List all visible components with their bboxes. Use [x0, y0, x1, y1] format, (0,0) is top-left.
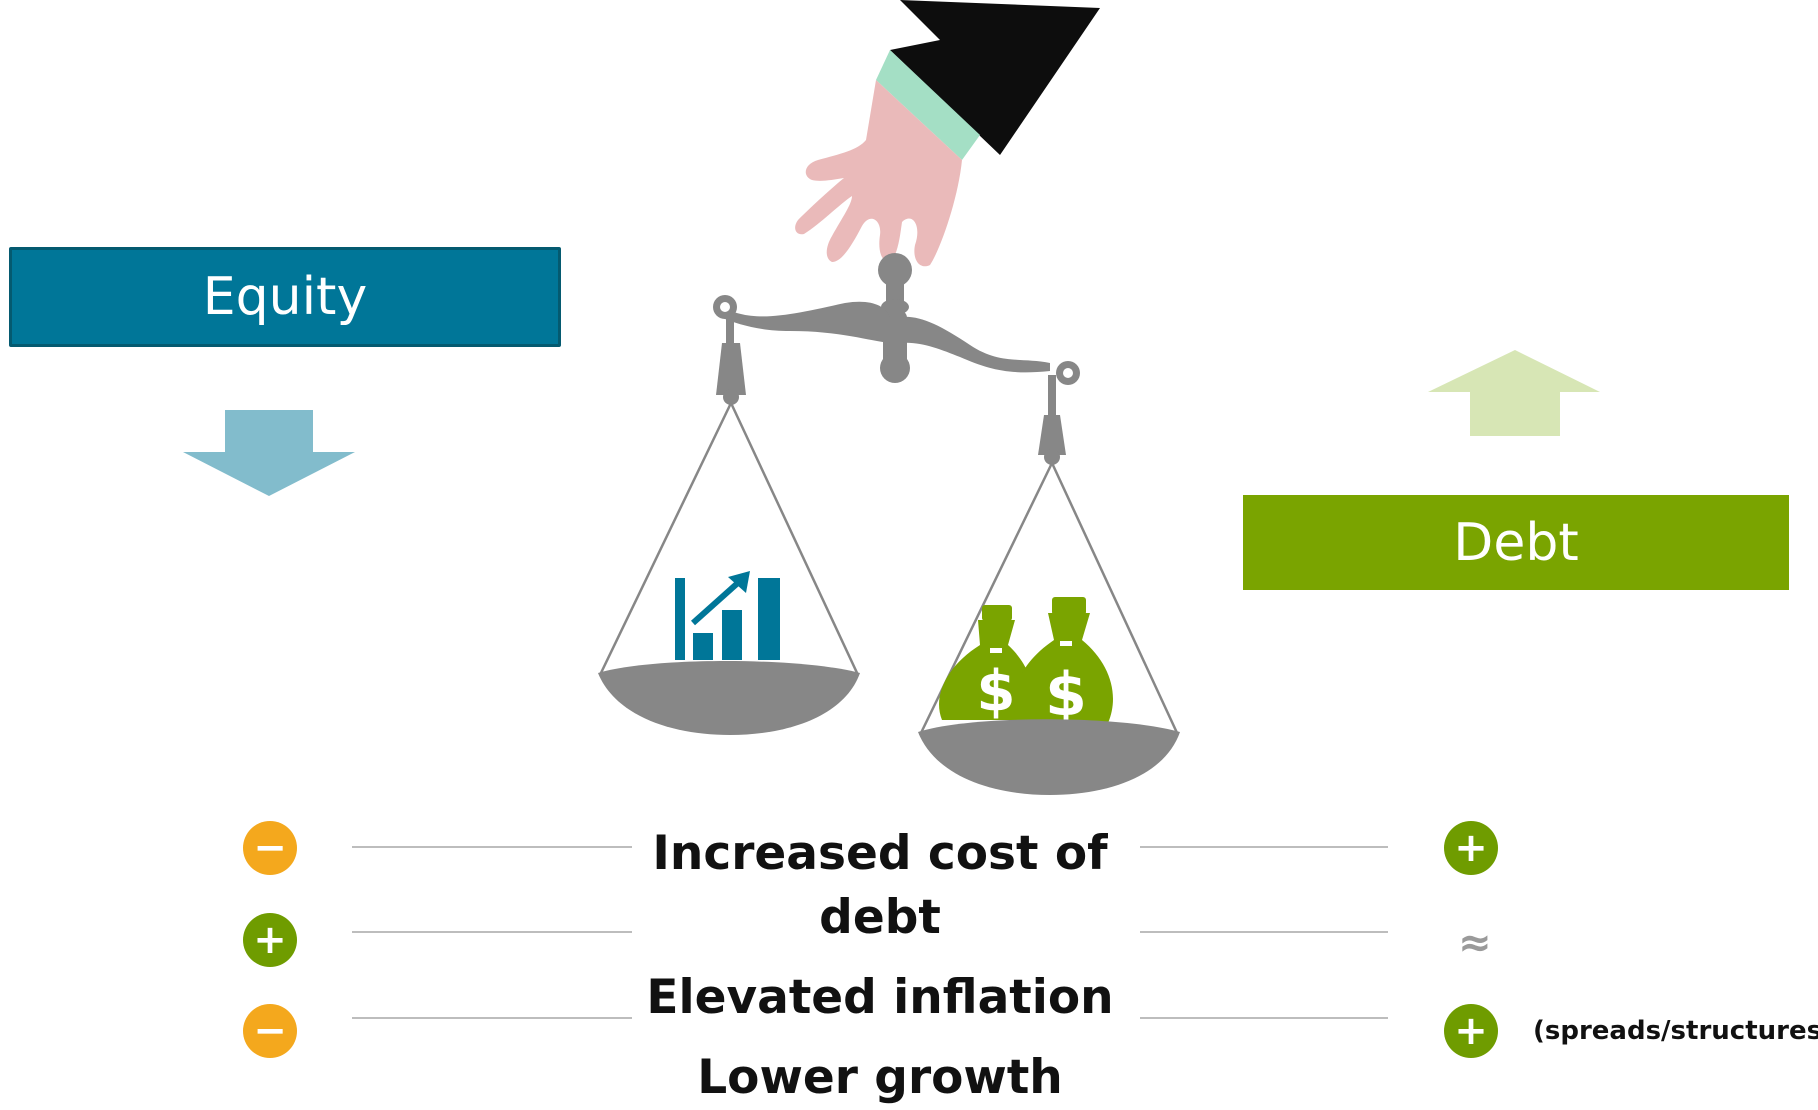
equity-label-box: Equity — [9, 247, 561, 347]
debt-impact-approx-icon: ≈ — [1458, 920, 1492, 966]
equity-impact-minus-icon: − — [243, 1004, 297, 1058]
factor-increased-cost-of-debt: Increased cost of debt — [652, 826, 1108, 945]
debt-connector-line-2 — [1140, 931, 1388, 933]
equity-connector-line-3 — [352, 1017, 632, 1019]
bar-chart-growth-icon — [675, 571, 780, 660]
equity-connector-line-2 — [352, 931, 632, 933]
money-bags-icon: $ $ — [939, 597, 1113, 730]
debt-impact-plus-icon: + — [1444, 1004, 1498, 1058]
equity-down-arrow-icon — [183, 410, 355, 496]
factor-elevated-inflation: Elevated inflation — [646, 970, 1114, 1025]
equity-label: Equity — [202, 267, 368, 327]
equity-impact-minus-icon: − — [243, 821, 297, 875]
svg-text:$: $ — [1045, 660, 1087, 730]
debt-connector-line-3 — [1140, 1017, 1388, 1019]
hand-illustration-icon — [795, 0, 1100, 267]
balance-scale-icon: $ $ — [598, 253, 1180, 795]
debt-impact-plus-icon: + — [1444, 821, 1498, 875]
equity-impact-plus-icon: + — [243, 913, 297, 967]
debt-note-spreads-structures: (spreads/structures) — [1533, 1016, 1818, 1046]
factor-lower-growth: Lower growth — [697, 1050, 1063, 1105]
equity-connector-line-1 — [352, 846, 632, 848]
debt-up-arrow-icon — [1428, 350, 1600, 436]
debt-label-box: Debt — [1243, 495, 1789, 590]
debt-label: Debt — [1453, 512, 1579, 573]
svg-text:$: $ — [977, 659, 1016, 724]
debt-connector-line-1 — [1140, 846, 1388, 848]
